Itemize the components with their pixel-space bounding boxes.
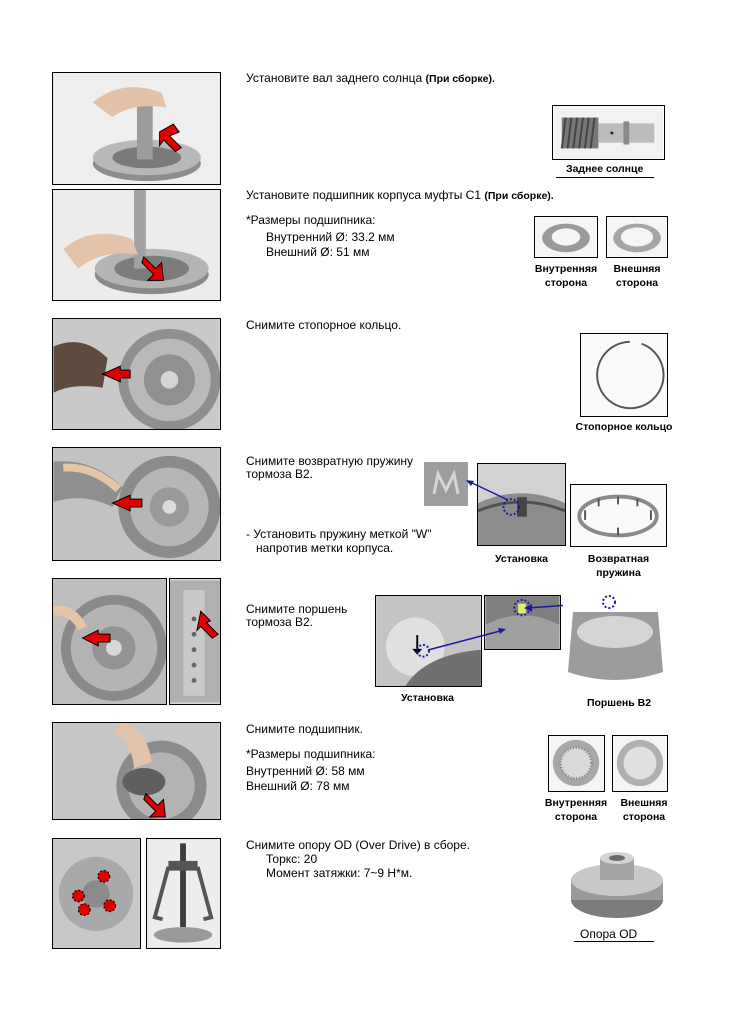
step2-instruction: Установите подшипник корпуса муфты C1 (П… xyxy=(246,188,554,202)
step2-outer-size: Внешний Ø: 51 мм xyxy=(266,245,370,259)
step6-sizes-title: *Размеры подшипника: xyxy=(246,747,376,761)
step6-inner-size: Внутренний Ø: 58 мм xyxy=(246,764,365,778)
step4-instruction-1: Снимите возвратную пружину xyxy=(246,454,414,468)
w-mark-pointer-arrow xyxy=(466,480,509,501)
piston-install-caption: Установка xyxy=(401,692,454,704)
step3-photo xyxy=(52,318,221,430)
step4-instruction-2: тормоза B2. xyxy=(246,467,314,481)
snap-ring-caption: Стопорное кольцо xyxy=(575,421,673,433)
step6-photo xyxy=(52,722,221,820)
step1-instruction: Установите вал заднего солнца (При сборк… xyxy=(246,71,495,85)
step4-note-1: - Установить пружину меткой "W" xyxy=(246,527,432,541)
od-support-image xyxy=(566,852,668,922)
step2-inner-size: Внутренний Ø: 33.2 мм xyxy=(266,230,395,244)
piston-mark-closeup-image xyxy=(484,595,561,650)
step2-sizes-title: *Размеры подшипника: xyxy=(246,213,376,227)
step6-instruction: Снимите подшипник. xyxy=(246,722,363,736)
step7-instruction: Снимите опору OD (Over Drive) в сборе. xyxy=(246,838,470,852)
rear-sun-caption-underline xyxy=(556,177,654,178)
c1-bearing-inner-image xyxy=(534,216,598,258)
rear-sun-part-image xyxy=(552,105,665,160)
step2-photo xyxy=(52,189,221,301)
step7-torque: Момент затяжки: 7~9 Н*м. xyxy=(266,866,413,880)
b2-piston-caption: Поршень B2 xyxy=(586,697,652,709)
rear-sun-install-image xyxy=(53,73,220,184)
step4-photo xyxy=(52,447,221,561)
step4-note-2: напротив метки корпуса. xyxy=(256,541,394,555)
spring-install-caption: Установка xyxy=(495,553,548,565)
w-mark-closeup-image xyxy=(424,462,468,506)
step5-instruction-2: тормоза B2. xyxy=(246,615,314,629)
step5-photo xyxy=(52,578,167,705)
bearing-outer-image xyxy=(612,735,668,792)
step5-instruction-1: Снимите поршень xyxy=(246,602,348,616)
step7-puller-photo xyxy=(146,838,221,949)
bearing-inner-image xyxy=(548,735,605,792)
step1-photo xyxy=(52,72,221,185)
c1-bearing-outer-image xyxy=(606,216,668,258)
snap-ring-image xyxy=(580,333,668,417)
return-spring-image xyxy=(570,484,667,547)
rear-sun-caption: Заднее солнце xyxy=(566,163,644,175)
step3-instruction: Снимите стопорное кольцо. xyxy=(246,318,402,332)
b2-piston-image xyxy=(563,592,668,691)
od-support-caption: Опора OD xyxy=(580,927,638,941)
step6-outer-size: Внешний Ø: 78 мм xyxy=(246,779,350,793)
step7-torx: Торкс: 20 xyxy=(266,852,318,866)
step7-photo xyxy=(52,838,141,949)
spring-install-image xyxy=(477,463,566,546)
od-support-caption-underline xyxy=(574,941,654,942)
step5-detail-photo xyxy=(169,578,221,705)
